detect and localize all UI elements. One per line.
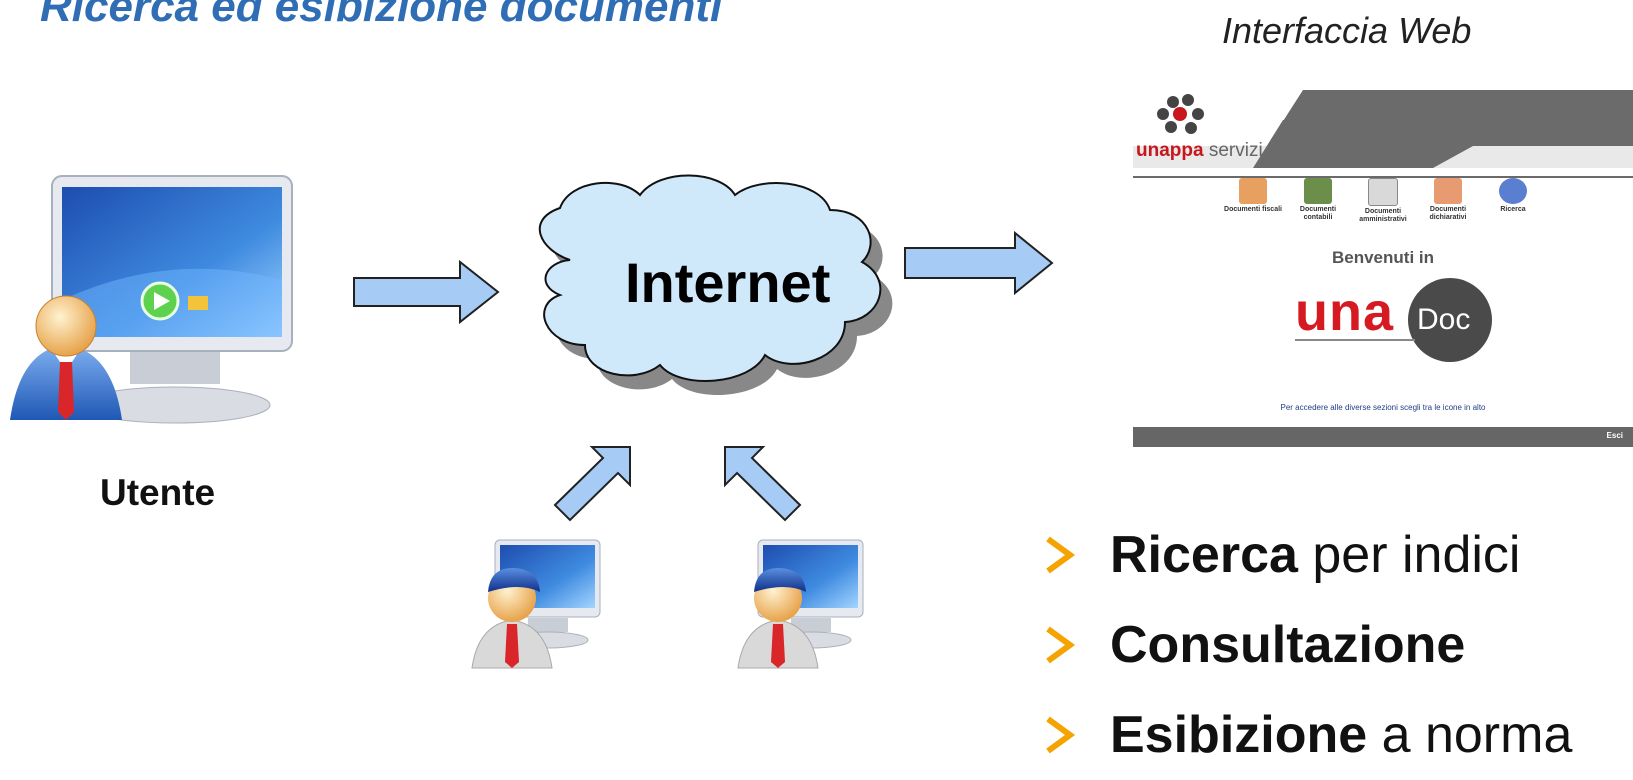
web-logo-text: unappa servizi <box>1136 140 1263 162</box>
logo-unappa: unappa <box>1136 140 1204 161</box>
unadoc-logo: una Doc <box>1295 275 1495 362</box>
logo-servizi: servizi <box>1208 140 1263 161</box>
nav-documenti-amministrativi[interactable]: Documenti amministrativi <box>1353 178 1413 224</box>
chevron-right-icon <box>1046 536 1076 574</box>
feature-text: Esibizione a norma <box>1110 705 1572 765</box>
web-footer: Esci <box>1133 427 1633 447</box>
brand-underline <box>1295 339 1415 341</box>
nav-label: Documenti contabili <box>1299 206 1337 221</box>
unappa-logo-icon <box>1157 94 1204 134</box>
remote-user-avatar-icon <box>737 568 819 669</box>
feature-text: Consultazione <box>1110 615 1465 675</box>
arrow-to-internet <box>353 259 500 325</box>
folder-icon <box>1239 178 1267 204</box>
web-divider <box>1133 176 1633 178</box>
internet-cloud <box>538 174 882 382</box>
web-interface-caption: Interfaccia Web <box>1222 10 1472 51</box>
feature-item: Ricerca per indici <box>1040 510 1572 600</box>
chevron-right-icon <box>1046 626 1076 664</box>
feature-list: Ricerca per indici Consultazione Esibizi… <box>1040 510 1572 780</box>
nav-label: Documenti fiscali <box>1224 206 1282 213</box>
brand-una: una <box>1295 282 1395 342</box>
feature-bold: Ricerca <box>1110 526 1298 584</box>
nav-label: Ricerca <box>1500 206 1526 213</box>
exit-link[interactable]: Esci <box>1606 431 1623 440</box>
nav-label: Documenti dichiarativi <box>1429 206 1467 221</box>
search-icon <box>1499 178 1527 204</box>
web-info-text: Per accedere alle diverse sezioni scegli… <box>1280 403 1486 412</box>
web-header-banner <box>1133 90 1633 168</box>
user-computer-icon <box>51 175 293 424</box>
internet-label: Internet <box>625 251 831 314</box>
spreadsheet-icon <box>1434 178 1462 204</box>
remote-user-avatar-icon <box>471 568 553 669</box>
doc-circle <box>1408 278 1492 362</box>
feature-rest: per indici <box>1297 526 1521 584</box>
nav-documenti-contabili[interactable]: Documenti contabili <box>1288 178 1348 224</box>
brand-doc: Doc <box>1417 303 1471 336</box>
feature-text: Ricerca per indici <box>1110 525 1520 585</box>
feature-item: Esibizione a norma <box>1040 690 1572 780</box>
nav-documenti-fiscali[interactable]: Documenti fiscali <box>1223 178 1283 224</box>
user-label: Utente <box>100 472 216 513</box>
nav-documenti-dichiarativi[interactable]: Documenti dichiarativi <box>1418 178 1478 224</box>
arrow-to-web-interface <box>904 230 1054 296</box>
books-icon <box>1304 178 1332 204</box>
user-avatar-icon <box>10 295 122 420</box>
welcome-text: Benvenuti in <box>1331 248 1434 267</box>
feature-bold: Esibizione <box>1110 706 1368 764</box>
arrow-up-left <box>553 446 631 522</box>
slide-title: Ricerca ed esibizione documenti <box>40 0 723 31</box>
arrow-up-right <box>724 446 802 522</box>
feature-bold: Consultazione <box>1110 616 1466 674</box>
feature-rest: a norma <box>1367 706 1573 764</box>
chevron-right-icon <box>1046 716 1076 754</box>
web-nav-icons: Documenti fiscali Documenti contabili Do… <box>1223 178 1543 224</box>
document-icon <box>1368 178 1398 206</box>
web-interface-screenshot: unappa servizi Documenti fiscali Documen… <box>1133 90 1633 455</box>
feature-item: Consultazione <box>1040 600 1572 690</box>
nav-ricerca[interactable]: Ricerca <box>1483 178 1543 224</box>
nav-label: Documenti amministrativi <box>1359 208 1407 223</box>
